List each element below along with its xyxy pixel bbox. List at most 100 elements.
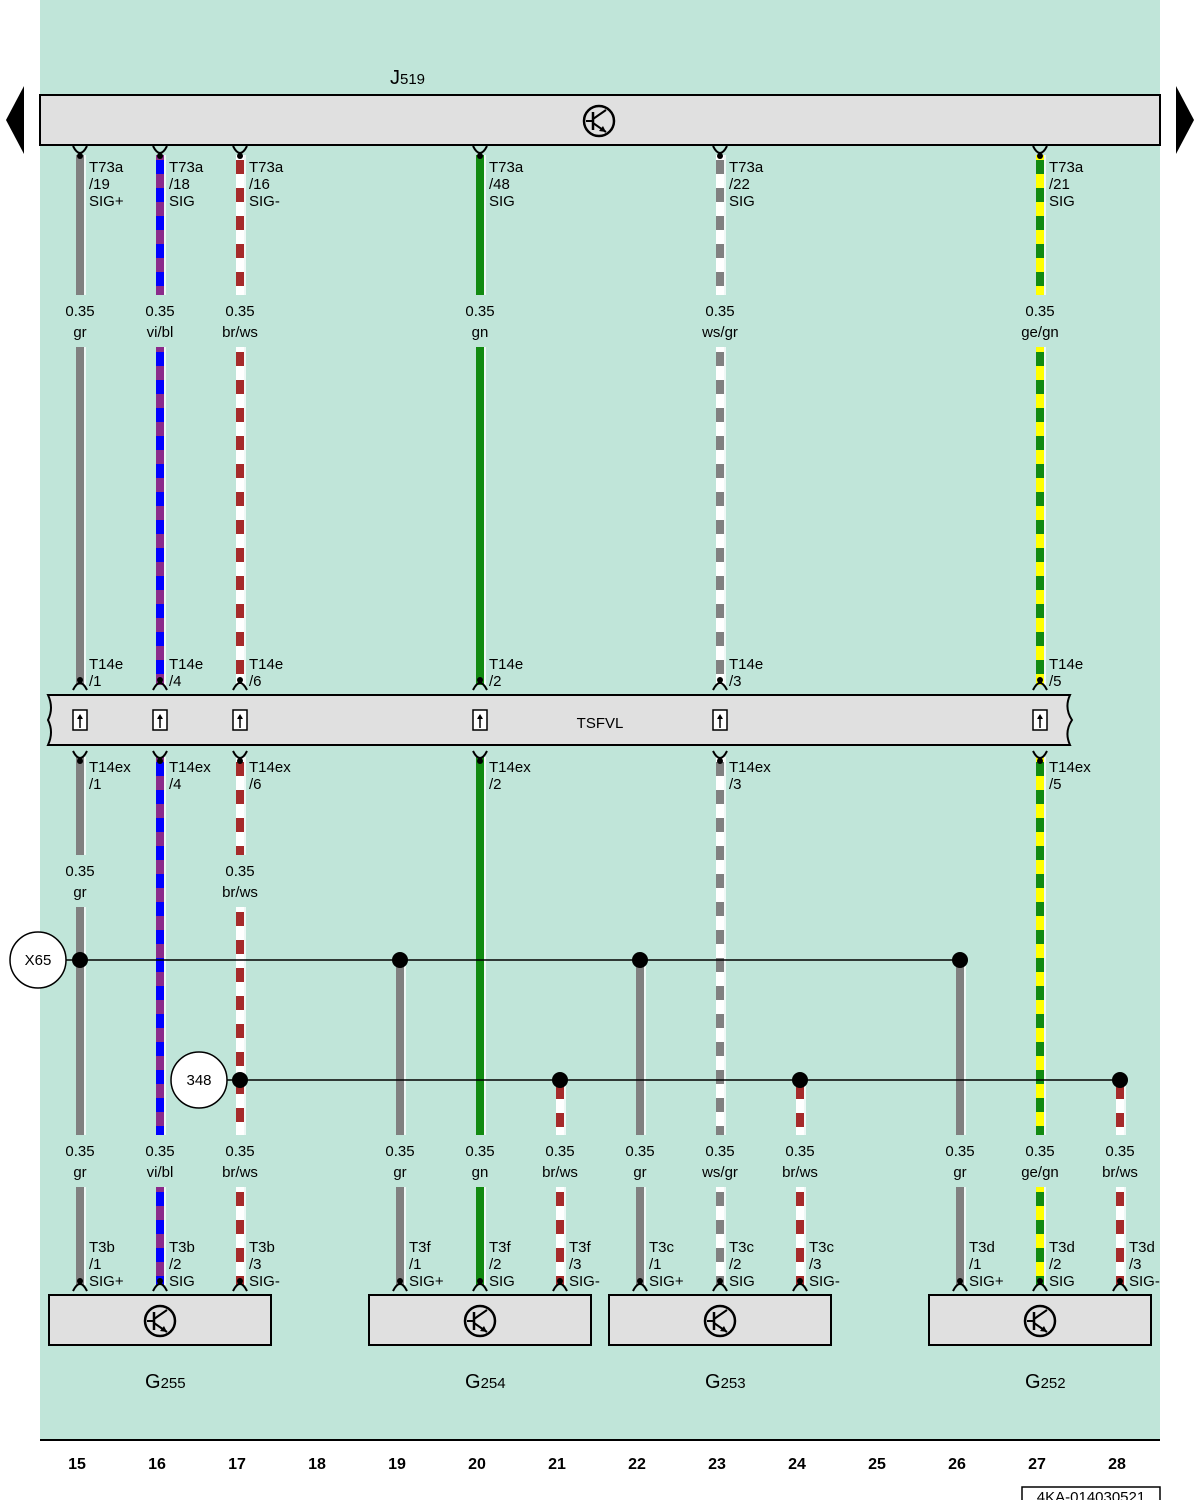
- pin-label: T73a: [1049, 159, 1084, 176]
- wire-stripe: [156, 1014, 164, 1028]
- wire-color-label: gr: [953, 1164, 966, 1181]
- wire-stripe: [716, 1126, 724, 1135]
- column-number: 22: [628, 1456, 646, 1473]
- wire-size-label: 0.35: [1105, 1143, 1134, 1160]
- junction-dot: [1112, 1072, 1128, 1088]
- wire-stripe: [1116, 1113, 1124, 1127]
- pin-label: /1: [649, 1256, 662, 1273]
- wire-color-label: gr: [73, 324, 86, 341]
- pin-icon: [472, 1278, 488, 1292]
- pin-label: /3: [729, 776, 742, 793]
- column-number: 21: [548, 1456, 566, 1473]
- wire-16: [156, 347, 164, 685]
- wire-stripe: [556, 1248, 564, 1262]
- wire-stripe: [236, 464, 244, 478]
- wire-stripe: [1036, 762, 1044, 776]
- sensor-g252[interactable]: G252: [928, 1294, 1152, 1393]
- wire-stripe: [556, 1085, 564, 1099]
- wire-20: [476, 757, 484, 1135]
- pin-label: /5: [1049, 776, 1062, 793]
- wire-color-label: br/ws: [782, 1164, 818, 1181]
- pin-label: T14ex: [169, 759, 211, 776]
- pin-label: T14e: [249, 656, 283, 673]
- pin-label: SIG: [729, 1273, 755, 1290]
- wire-size-label: 0.35: [945, 1143, 974, 1160]
- wire-17: [236, 347, 244, 685]
- wire-21: [556, 1080, 564, 1135]
- wire-stripe: [156, 1098, 164, 1112]
- wire-color-label: ws/gr: [701, 1164, 738, 1181]
- wire-23: [716, 347, 724, 685]
- wire-stripe: [236, 188, 244, 202]
- wire-stripe: [716, 464, 724, 478]
- connector-tsfvl[interactable]: [46, 694, 1074, 746]
- wire-stripe: [716, 762, 724, 776]
- wire-20: [476, 1187, 484, 1285]
- wire-stripe: [716, 188, 724, 202]
- pin-icon: [792, 1278, 808, 1292]
- pin-icon: [232, 1278, 248, 1292]
- wire-stripe: [236, 216, 244, 230]
- wire-stripe: [236, 604, 244, 618]
- pin-label: T73a: [89, 159, 124, 176]
- sensor-label: G253: [705, 1371, 746, 1393]
- wire-15: [76, 155, 84, 295]
- pin-label: SIG: [489, 1273, 515, 1290]
- wire-17: [236, 1187, 244, 1285]
- pin-icon: [1032, 677, 1048, 691]
- column-number: 28: [1108, 1456, 1126, 1473]
- splice-348-label: 348: [186, 1072, 211, 1089]
- sensor-g253[interactable]: G253: [608, 1294, 832, 1393]
- pin-icon: [392, 1278, 408, 1292]
- sensor-g254[interactable]: G254: [368, 1294, 592, 1393]
- wire-stripe: [1036, 188, 1044, 202]
- wire-stripe: [236, 846, 244, 855]
- pin-icon: [1032, 1278, 1048, 1292]
- wire-stripe: [796, 1248, 804, 1262]
- wire-stripe: [156, 408, 164, 422]
- column-number: 15: [68, 1456, 86, 1473]
- triangle-right-icon[interactable]: [1176, 86, 1194, 154]
- pin-label: T73a: [169, 159, 204, 176]
- wire-24: [796, 1080, 804, 1135]
- wire-stripe: [1036, 604, 1044, 618]
- wire-stripe: [156, 244, 164, 258]
- pin-label: SIG+: [409, 1273, 444, 1290]
- splice-x65[interactable]: [9, 931, 67, 989]
- wire-stripe: [716, 436, 724, 450]
- wire-stripe: [1036, 380, 1044, 394]
- wire-stripe: [156, 548, 164, 562]
- triangle-left-icon[interactable]: [6, 86, 24, 154]
- wire-stripe: [716, 492, 724, 506]
- wire-stripe: [236, 408, 244, 422]
- control-unit-j519[interactable]: [39, 94, 1161, 146]
- wire-stripe: [716, 408, 724, 422]
- wire-stripe: [156, 216, 164, 230]
- pin-label: /22: [729, 176, 750, 193]
- wire-28: [1116, 1080, 1124, 1135]
- wire-stripe: [156, 846, 164, 860]
- splice-buses: [66, 952, 1128, 1088]
- wire-stripe: [156, 930, 164, 944]
- pin-icon: [152, 145, 168, 159]
- wires: [76, 155, 1126, 1285]
- pin-icon: [1032, 145, 1048, 159]
- wire-stripe: [1036, 436, 1044, 450]
- sensor-g255[interactable]: G255: [48, 1294, 272, 1393]
- wire-size-label: 0.35: [785, 1143, 814, 1160]
- wire-color-label: br/ws: [222, 324, 258, 341]
- wire-stripe: [716, 576, 724, 590]
- wire-stripe: [716, 1098, 724, 1112]
- sensor-label: G255: [145, 1371, 186, 1393]
- wire-stripe: [156, 632, 164, 646]
- splice-348[interactable]: [170, 1051, 228, 1109]
- terminal-icon: [152, 709, 168, 731]
- pin-label: T73a: [249, 159, 284, 176]
- wire-stripe: [156, 1042, 164, 1056]
- pins: [72, 145, 1128, 1292]
- sensor-label: G254: [465, 1371, 506, 1393]
- wire-stripe: [556, 1113, 564, 1127]
- wire-stripe: [236, 1024, 244, 1038]
- wire-stripe: [716, 1248, 724, 1262]
- wire-stripe: [156, 352, 164, 366]
